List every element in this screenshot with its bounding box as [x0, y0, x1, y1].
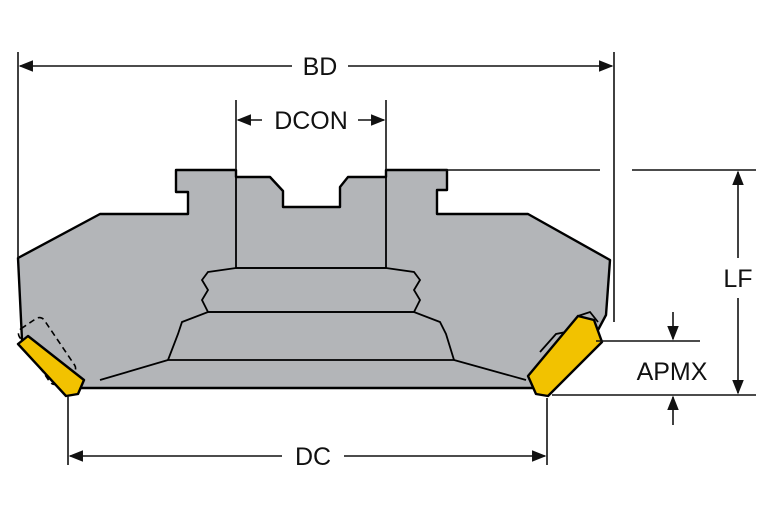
apmx-dimension: APMX [596, 312, 708, 425]
insert-right [526, 310, 604, 398]
bd-label: BD [303, 53, 338, 81]
cutter-body [16, 168, 612, 390]
dcon-label: DCON [274, 107, 348, 135]
apmx-label: APMX [637, 358, 708, 386]
bd-dimension: BD [17, 52, 615, 322]
dc-label: DC [295, 443, 331, 471]
lf-label: LF [723, 265, 752, 293]
insert-left [16, 334, 86, 398]
dc-dimension: DC [67, 396, 548, 471]
lf-dimension: LF [440, 169, 756, 396]
dcon-dimension: DCON [235, 100, 387, 170]
